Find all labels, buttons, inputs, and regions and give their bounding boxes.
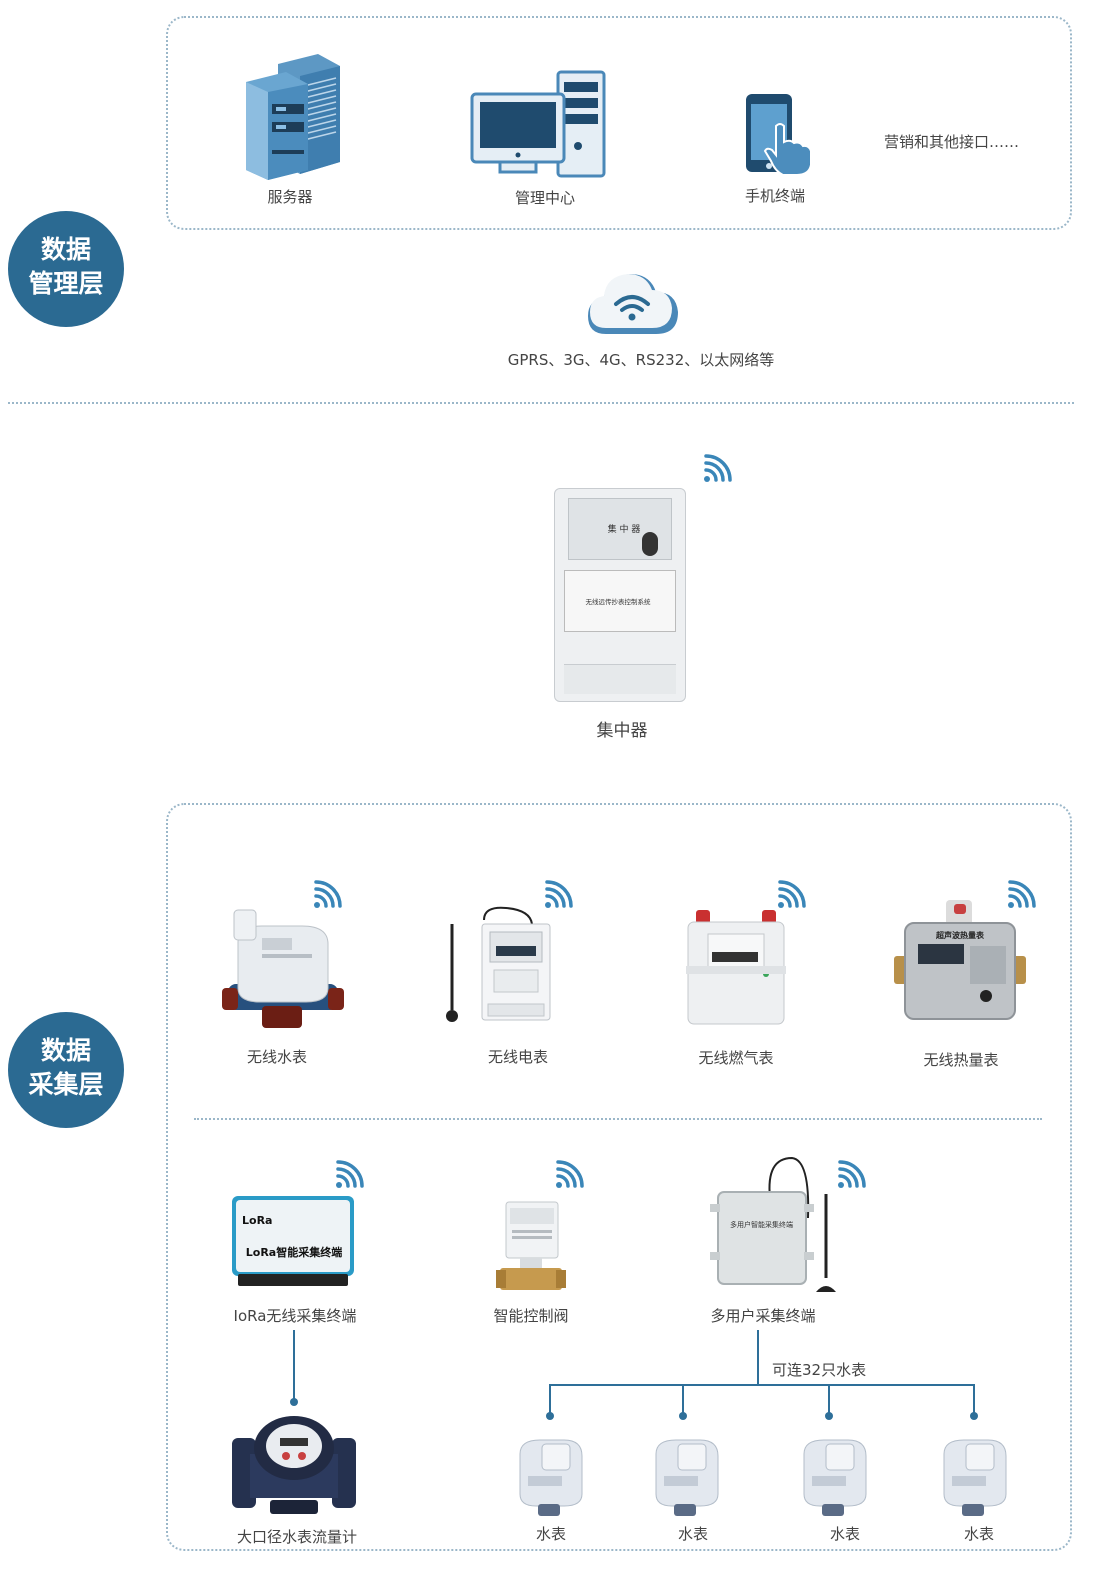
branch-horizontal-line (549, 1384, 975, 1386)
management-layer-title-line1: 数据 (40, 235, 91, 264)
lora-to-bulk-meter-line (293, 1330, 295, 1402)
branch-trunk-line (757, 1330, 759, 1384)
server-icon (246, 54, 340, 180)
connector-dot (825, 1412, 833, 1420)
mobile-terminal-label: 手机终端 (744, 187, 805, 205)
wireless-electricity-meter-label: 无线电表 (487, 1048, 548, 1066)
wifi-signal-icon (778, 880, 806, 908)
concentrator-panel-text: 无线远传抄表控制系统 (585, 598, 651, 606)
network-label: GPRS、3G、4G、RS232、以太网络等 (507, 351, 775, 369)
lora-terminal-image: LoRa LoRa智能采集终端 (232, 1196, 354, 1288)
smart-control-valve-image (496, 1201, 566, 1290)
management-layer-box (166, 16, 1072, 230)
branch-drop-1 (549, 1384, 551, 1414)
wireless-gas-meter-image (686, 910, 786, 1025)
wifi-signal-icon (314, 880, 342, 908)
lora-terminal-label: IoRa无线采集终端 (233, 1307, 357, 1325)
bulk-water-meter-image (232, 1416, 356, 1514)
branch-drop-4 (973, 1384, 975, 1414)
water-meter-image (519, 1439, 583, 1516)
wireless-heat-meter-image: 超声波热量表 (894, 900, 1026, 1024)
branch-note: 可连32只水表 (772, 1361, 867, 1379)
connector-dot (679, 1412, 687, 1420)
branch-drop-2 (682, 1384, 684, 1414)
lora-panel-text: LoRa智能采集终端 (245, 1246, 343, 1259)
concentrator-panel-title: 集 中 器 (607, 525, 641, 535)
concentrator-device: 集 中 器 无线远传抄表控制系统 (554, 488, 686, 702)
collection-layer-title-line2: 采集层 (28, 1070, 104, 1099)
wireless-electricity-meter-image (446, 906, 551, 1022)
water-meter-label-1: 水表 (535, 1525, 566, 1543)
computer-icon (470, 70, 606, 178)
multi-user-terminal-label: 多用户采集终端 (710, 1307, 816, 1325)
water-meter-image (655, 1439, 719, 1516)
management-layer-badge: 数据 管理层 (8, 211, 124, 327)
wifi-signal-icon (545, 880, 573, 908)
wireless-gas-meter-label: 无线燃气表 (698, 1049, 774, 1067)
connector-dot (546, 1412, 554, 1420)
water-meter-label-4: 水表 (963, 1525, 994, 1543)
collection-layer-title-line1: 数据 (40, 1036, 91, 1065)
multi-user-terminal-image: 多用户智能采集终端 (706, 1154, 840, 1296)
wifi-signal-icon (556, 1160, 584, 1188)
wireless-heat-meter-label: 无线热量表 (923, 1051, 999, 1069)
collection-layer-box (166, 803, 1072, 1551)
cloud-wifi-icon (588, 274, 678, 334)
wifi-signal-icon (838, 1160, 866, 1188)
heat-meter-panel-text: 超声波热量表 (936, 931, 984, 940)
wifi-signal-icon (336, 1160, 364, 1188)
smart-control-valve-label: 智能控制阀 (493, 1307, 569, 1325)
section-divider (8, 402, 1074, 404)
mobile-phone-icon (746, 94, 812, 176)
management-center-label: 管理中心 (514, 189, 575, 207)
concentrator-label: 集中器 (596, 721, 648, 741)
connector-dot (290, 1398, 298, 1406)
wifi-signal-icon (704, 454, 732, 482)
water-meter-image (943, 1439, 1007, 1516)
wireless-water-meter-image (222, 909, 344, 1028)
water-meter-image (803, 1439, 867, 1516)
management-layer-title-line2: 管理层 (28, 269, 104, 298)
bulk-water-meter-label: 大口径水表流量计 (236, 1528, 357, 1546)
collection-inner-divider (194, 1118, 1042, 1120)
server-label: 服务器 (267, 188, 313, 206)
connector-dot (970, 1412, 978, 1420)
water-meter-label-3: 水表 (829, 1525, 860, 1543)
collection-layer-badge: 数据 采集层 (8, 1012, 124, 1128)
other-interfaces-label: 营销和其他接口…… (884, 133, 1020, 151)
branch-drop-3 (828, 1384, 830, 1414)
water-meter-label-2: 水表 (677, 1525, 708, 1543)
lora-panel-logo: LoRa (242, 1214, 273, 1227)
multi-user-panel-text: 多用户智能采集终端 (730, 1221, 793, 1229)
wireless-water-meter-label: 无线水表 (246, 1048, 307, 1066)
wifi-signal-icon (1008, 880, 1036, 908)
